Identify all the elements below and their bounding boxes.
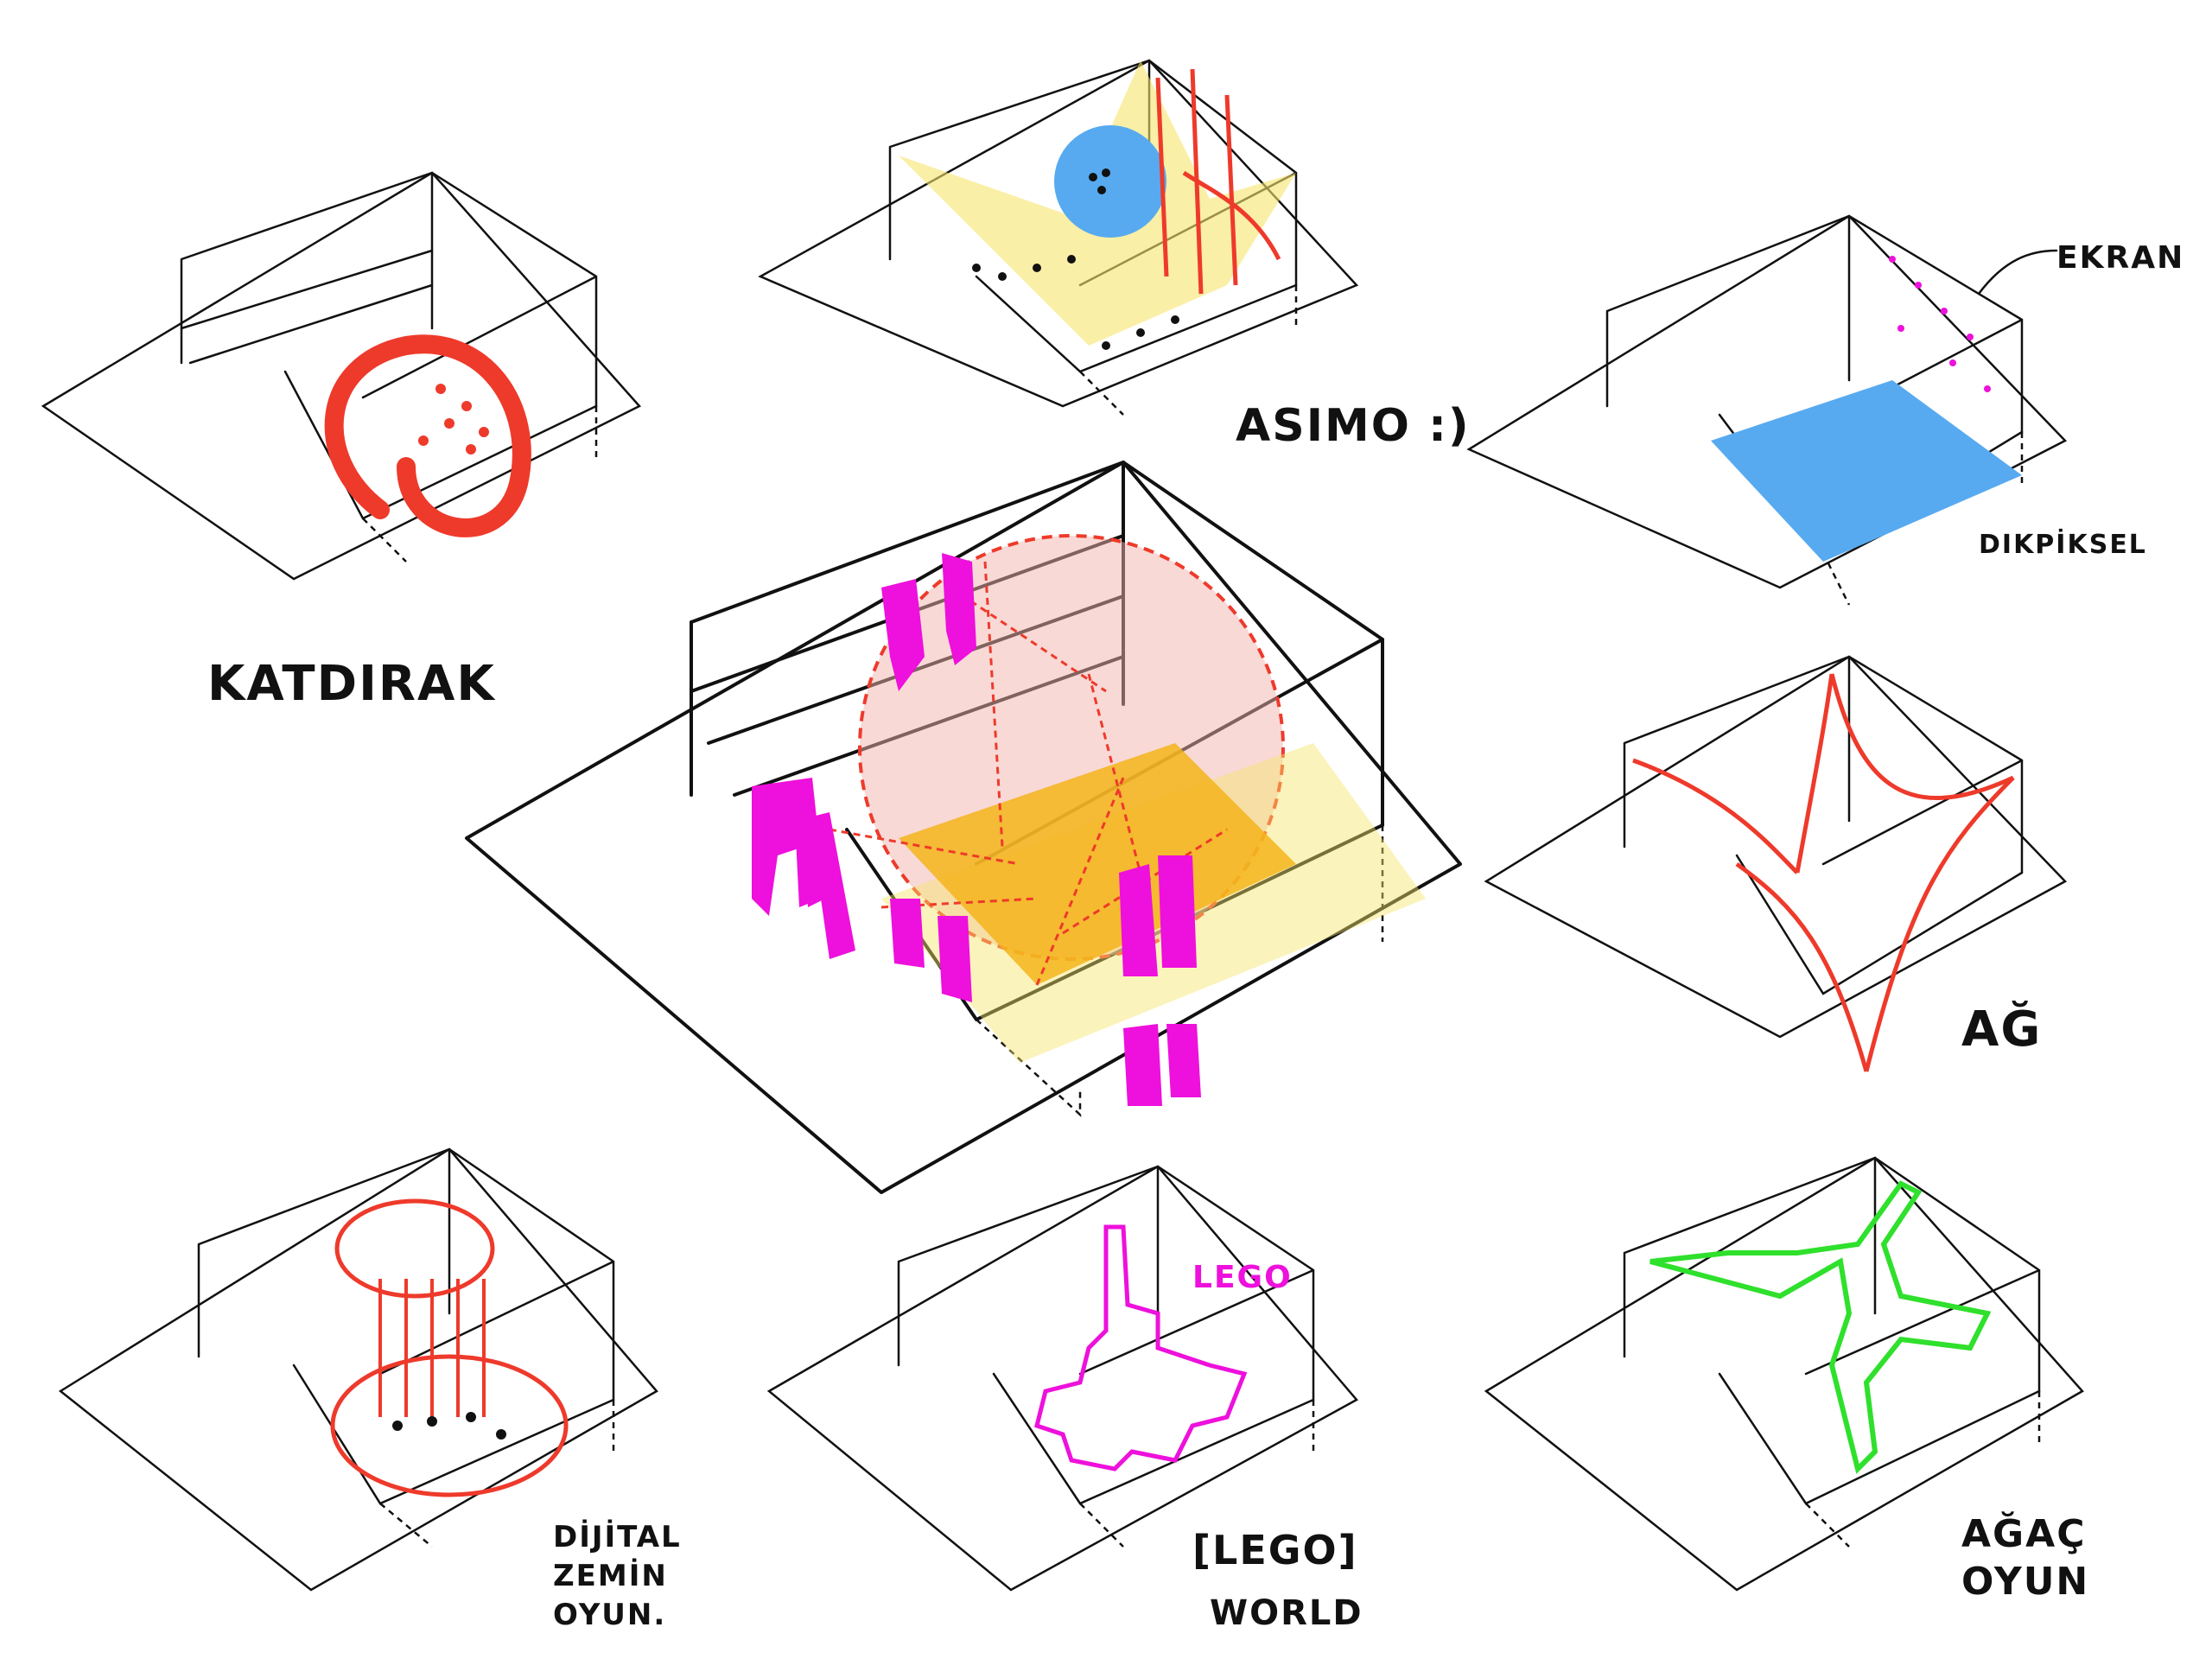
label-lego-1: [LEGO] xyxy=(1192,1527,1358,1573)
asimo-figures xyxy=(972,168,1179,350)
label-dijital-3: OYUN. xyxy=(553,1598,666,1632)
label-dijital-1: DİJİTAL xyxy=(553,1519,682,1554)
lego-diagram xyxy=(766,1165,1358,1592)
ekran-blue-floor xyxy=(1711,380,2022,562)
asimo-blue-sphere xyxy=(1054,125,1166,238)
dijital-diagram xyxy=(58,1147,658,1592)
label-dikpiksel: DIKPİKSEL xyxy=(1979,529,2147,560)
label-agac-2: OYUN xyxy=(1961,1560,2089,1604)
center-box-top xyxy=(690,461,1384,827)
dijital-bottom-ring xyxy=(330,1354,569,1497)
ekran-pixels xyxy=(1889,256,1991,392)
katdirak-diagram xyxy=(41,171,642,581)
label-asimo: ASIMO :) xyxy=(1236,400,1471,452)
ag-diagram xyxy=(1484,655,2068,1072)
agac-green-tree xyxy=(1649,1180,1992,1474)
lego-magenta-blocks xyxy=(1034,1224,1248,1471)
center-diagram xyxy=(465,461,1462,1194)
label-lego-2: WORLD xyxy=(1210,1593,1363,1633)
center-dashed xyxy=(976,825,1384,1117)
ekran-diagram xyxy=(1466,214,2068,606)
agac-diagram xyxy=(1484,1156,2084,1592)
center-people xyxy=(752,553,1201,1106)
dijital-red-pillars xyxy=(378,1279,486,1417)
katdirak-dots xyxy=(418,384,489,454)
center-orange-floor xyxy=(899,743,1296,985)
katdirak-spiral xyxy=(324,334,531,537)
label-ag: AĞ xyxy=(1961,1001,2042,1058)
asimo-red-lines xyxy=(1155,68,1281,295)
label-katdirak: KATDIRAK xyxy=(207,656,496,712)
label-dijital-2: ZEMİN xyxy=(553,1558,668,1593)
label-lego-tag: LEGO xyxy=(1192,1260,1293,1295)
dijital-top-ring xyxy=(334,1198,495,1299)
label-ekran: EKRAN xyxy=(2056,240,2184,276)
label-agac-1: AĞAÇ xyxy=(1961,1510,2087,1556)
asimo-diagram xyxy=(758,59,1359,416)
ag-red-net xyxy=(1632,673,2015,1072)
dijital-figures xyxy=(392,1412,506,1440)
